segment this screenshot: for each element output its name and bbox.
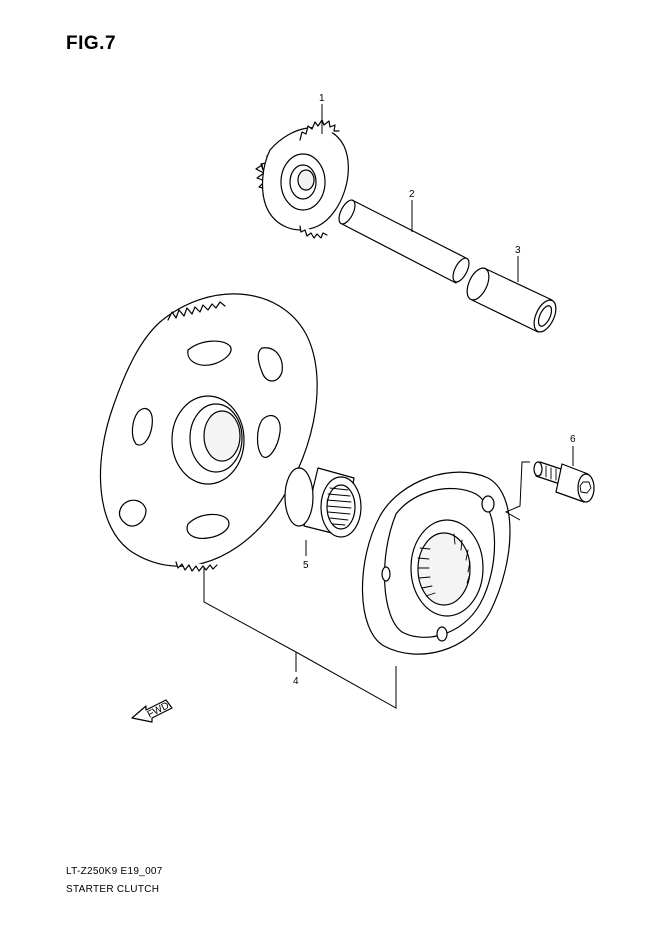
callout-2: 2: [409, 189, 415, 200]
callout-4: 4: [293, 676, 299, 687]
callout-1: 1: [319, 93, 325, 104]
callout-6: 6: [570, 434, 576, 445]
part-5-needle-bearing: [284, 467, 362, 538]
leader-lines: [203, 104, 574, 709]
starter-clutch-assembly: [361, 471, 511, 655]
callout-3: 3: [515, 245, 521, 256]
part-4-starter-driven-gear: [99, 293, 318, 572]
figure-title: FIG.7: [66, 33, 117, 54]
part-1-idle-gear: [255, 119, 349, 239]
part-3-bushing: [466, 267, 557, 333]
fwd-arrow-icon: [131, 699, 173, 723]
part-2-shaft: [338, 199, 470, 284]
callout-5: 5: [303, 560, 309, 571]
part-6-bolt: [533, 461, 595, 503]
diagram-code: LT-Z250K9 E19_007: [66, 866, 163, 877]
diagram-name: STARTER CLUTCH: [66, 884, 160, 895]
fwd-label: FWD: [146, 700, 171, 720]
